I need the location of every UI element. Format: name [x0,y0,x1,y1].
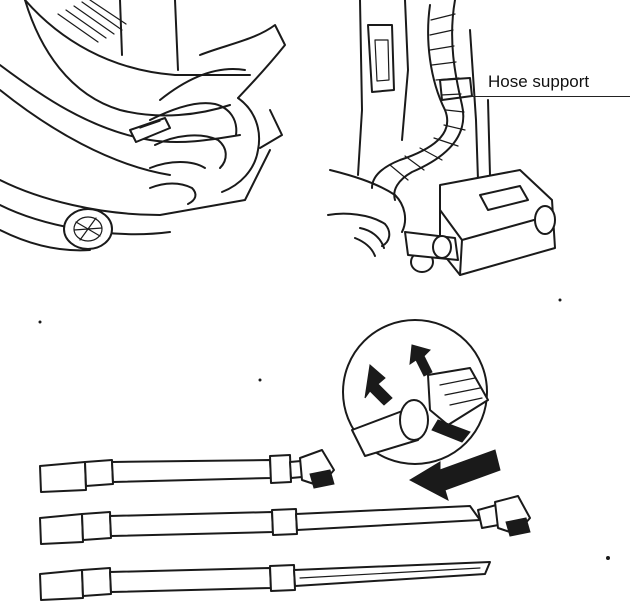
wand-with-brush [39,449,335,493]
wand-with-crevice-tool [39,561,491,601]
push-arrow-icon [408,449,501,501]
wand-extended-with-brush [39,495,531,545]
arrow-icon [364,364,393,406]
hose-support-leader-line [470,96,630,97]
scan-speckles [38,298,610,560]
hose-support-label: Hose support [488,72,590,91]
vacuum-base-closeup [0,0,286,252]
upright-vacuum-hose [327,0,556,276]
brush-attach-inset [342,319,489,465]
